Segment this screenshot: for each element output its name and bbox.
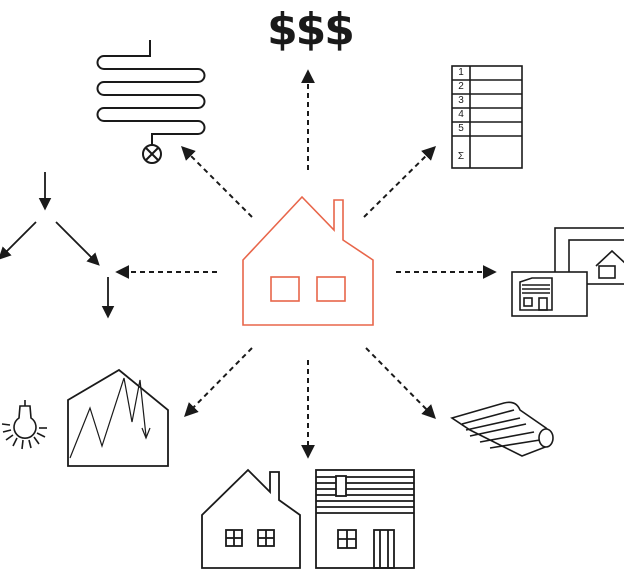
arrow-up-left [181, 146, 253, 218]
cost-label: $$$ [267, 4, 355, 55]
flow-arrows [115, 69, 497, 459]
house-drawings-icon [511, 227, 624, 317]
sun-path-section-icon [67, 368, 169, 467]
arrow-up-right [363, 146, 436, 218]
heating-coil-icon [96, 40, 206, 164]
decision-flow-icon [0, 172, 115, 319]
insulated-house-icon [315, 469, 415, 569]
center-house-icon [242, 195, 374, 326]
table-row-number: 1 [458, 67, 464, 78]
table-row-number: 3 [458, 95, 464, 106]
table-row-number: 2 [458, 81, 464, 92]
arrow-down-left [184, 347, 253, 417]
numbered-table-icon [451, 65, 523, 169]
table-row-number: 4 [458, 109, 464, 120]
table-sum-symbol: Σ [457, 151, 465, 162]
table-row-number: 5 [458, 123, 464, 134]
rolled-blueprint-icon [450, 401, 554, 457]
arrow-down-right [365, 347, 436, 419]
existing-house-icon [201, 468, 301, 569]
light-bulb-icon [1, 400, 47, 450]
